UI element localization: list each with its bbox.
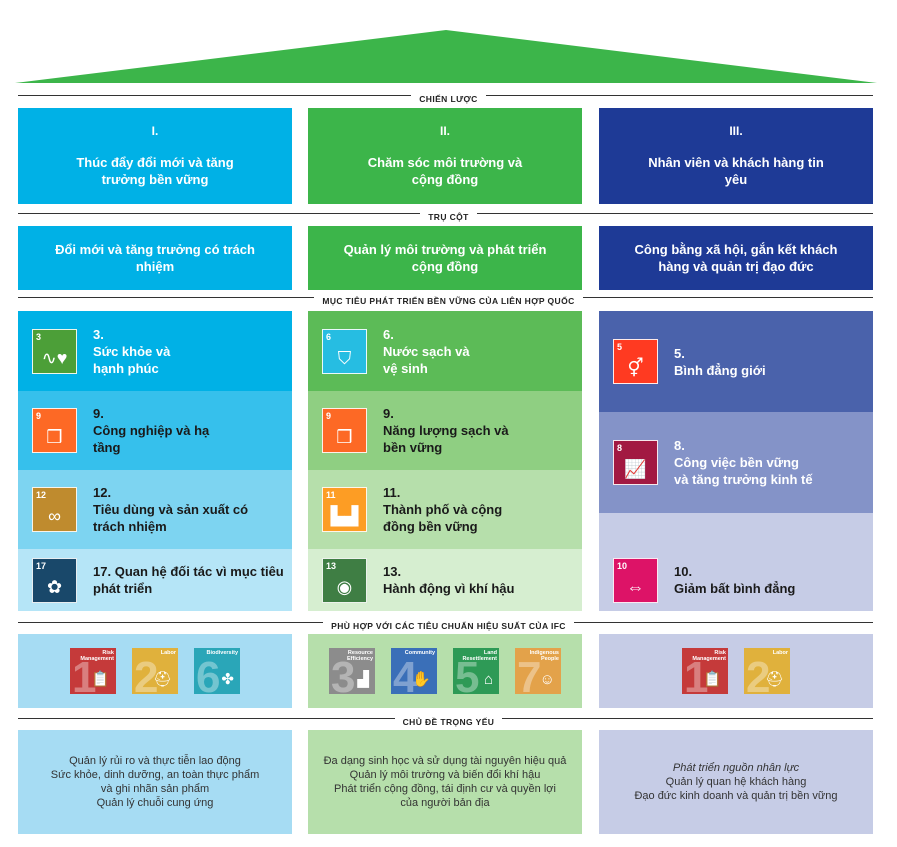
sdg-row: 12∞ 12.Tiêu dùng và sản xuất có trách nh… <box>18 470 292 549</box>
section-heading-pillars: TRỤ CỘT <box>0 207 897 222</box>
sdg-row: 5⚥ 5.Bình đẳng giới <box>599 311 873 412</box>
strategy-card-2: II. Chăm sóc môi trường và cộng đồng <box>308 108 582 204</box>
reduced-inequality-icon: 10⇔ <box>613 557 658 603</box>
section-heading-sdg: MỤC TIÊU PHÁT TRIỂN BỀN VỮNG CỦA LIÊN HỢ… <box>0 291 897 306</box>
sdg-label: 8.Công việc bền vững và tăng trưởng kinh… <box>674 438 813 487</box>
sdg-row: 10⇔ 10.Giảm bất bình đẳng <box>599 513 873 611</box>
eye-globe-icon: 13◉ <box>322 557 367 603</box>
sdg-label: 10.Giảm bất bình đẳng <box>674 564 796 596</box>
strategy-number: II. <box>439 124 450 138</box>
section-heading-ifc: PHÙ HỢP VỚI CÁC TIÊU CHUẨN HIỆU SUẤT CỦA… <box>0 616 897 631</box>
sdg-label: 3.Sức khỏe và hạnh phúc <box>93 326 171 376</box>
sdg-row: 9❒ 9.Công nghiệp và hạ tầng <box>18 391 292 470</box>
sdg-row: 8📈 8.Công việc bền vững và tăng trưởng k… <box>599 412 873 513</box>
section-heading-topics: CHỦ ĐỀ TRỌNG YẾU <box>0 712 897 727</box>
sdg-row: 13◉ 13.Hành động vì khí hậu <box>308 549 582 611</box>
sdg-label: 13.Hành động vì khí hậu <box>383 564 515 596</box>
growth-chart-icon: 8📈 <box>613 440 658 485</box>
sdg-label: 11.Thành phố và cộng đồng bền vững <box>383 485 503 534</box>
sdg-label: 9.Năng lượng sạch và bền vững <box>383 406 509 455</box>
roof-triangle <box>15 30 877 83</box>
strategy-title: Nhân viên và khách hàng tin yêu <box>648 155 824 187</box>
pillar-card-2: Quản lý môi trường và phát triển cộng đồ… <box>308 226 582 290</box>
pillar-card-1: Đổi mới và tăng trưởng có trách nhiệm <box>18 226 292 290</box>
section-heading-strategy: CHIẾN LƯỢC <box>0 89 897 104</box>
gender-equality-icon: 5⚥ <box>613 339 658 384</box>
city-icon: 11▙▟ <box>322 487 367 532</box>
strategy-title: Chăm sóc môi trường và cộng đồng <box>367 155 523 187</box>
flower-rings-icon: 17✿ <box>32 557 77 603</box>
sdg-label: 5.Bình đẳng giới <box>674 345 766 378</box>
strategy-title: Thúc đẩy đổi mới và tăng trưởng bền vững <box>76 155 234 187</box>
strategy-card-1: I. Thúc đẩy đổi mới và tăng trưởng bền v… <box>18 108 292 204</box>
cubes-icon: 9❒ <box>322 408 367 453</box>
sdg-label: 17. Quan hệ đối tác vì mục tiêu phát tri… <box>93 564 284 596</box>
sdg-label: 12.Tiêu dùng và sản xuất có trách nhiệm <box>93 485 249 534</box>
strategy-card-3: III. Nhân viên và khách hàng tin yêu <box>599 108 873 204</box>
pillar-card-3: Công bằng xã hội, gắn kết khách hàng và … <box>599 226 873 290</box>
cubes-icon: 9❒ <box>32 408 77 453</box>
infinity-icon: 12∞ <box>32 487 77 532</box>
sdg-row: 11▙▟ 11.Thành phố và cộng đồng bền vững <box>308 470 582 549</box>
sdg-label: 9.Công nghiệp và hạ tầng <box>93 406 210 455</box>
sdg-row: 9❒ 9.Năng lượng sạch và bền vững <box>308 391 582 470</box>
sdg-row: 6⛉ 6.Nước sạch và vệ sinh <box>308 311 582 391</box>
sdg-row: 17✿ 17. Quan hệ đối tác vì mục tiêu phát… <box>18 549 292 611</box>
sdg-label: 6.Nước sạch và vệ sinh <box>383 326 470 376</box>
material-topics-2: Đa dạng sinh học và sử dụng tài nguyên h… <box>308 730 582 834</box>
heartbeat-icon: 3∿♥ <box>32 328 77 374</box>
strategy-number: III. <box>729 124 743 138</box>
sdg-row: 3∿♥ 3.Sức khỏe và hạnh phúc <box>18 311 292 391</box>
water-glass-icon: 6⛉ <box>322 328 367 374</box>
strategy-number: I. <box>151 124 159 138</box>
